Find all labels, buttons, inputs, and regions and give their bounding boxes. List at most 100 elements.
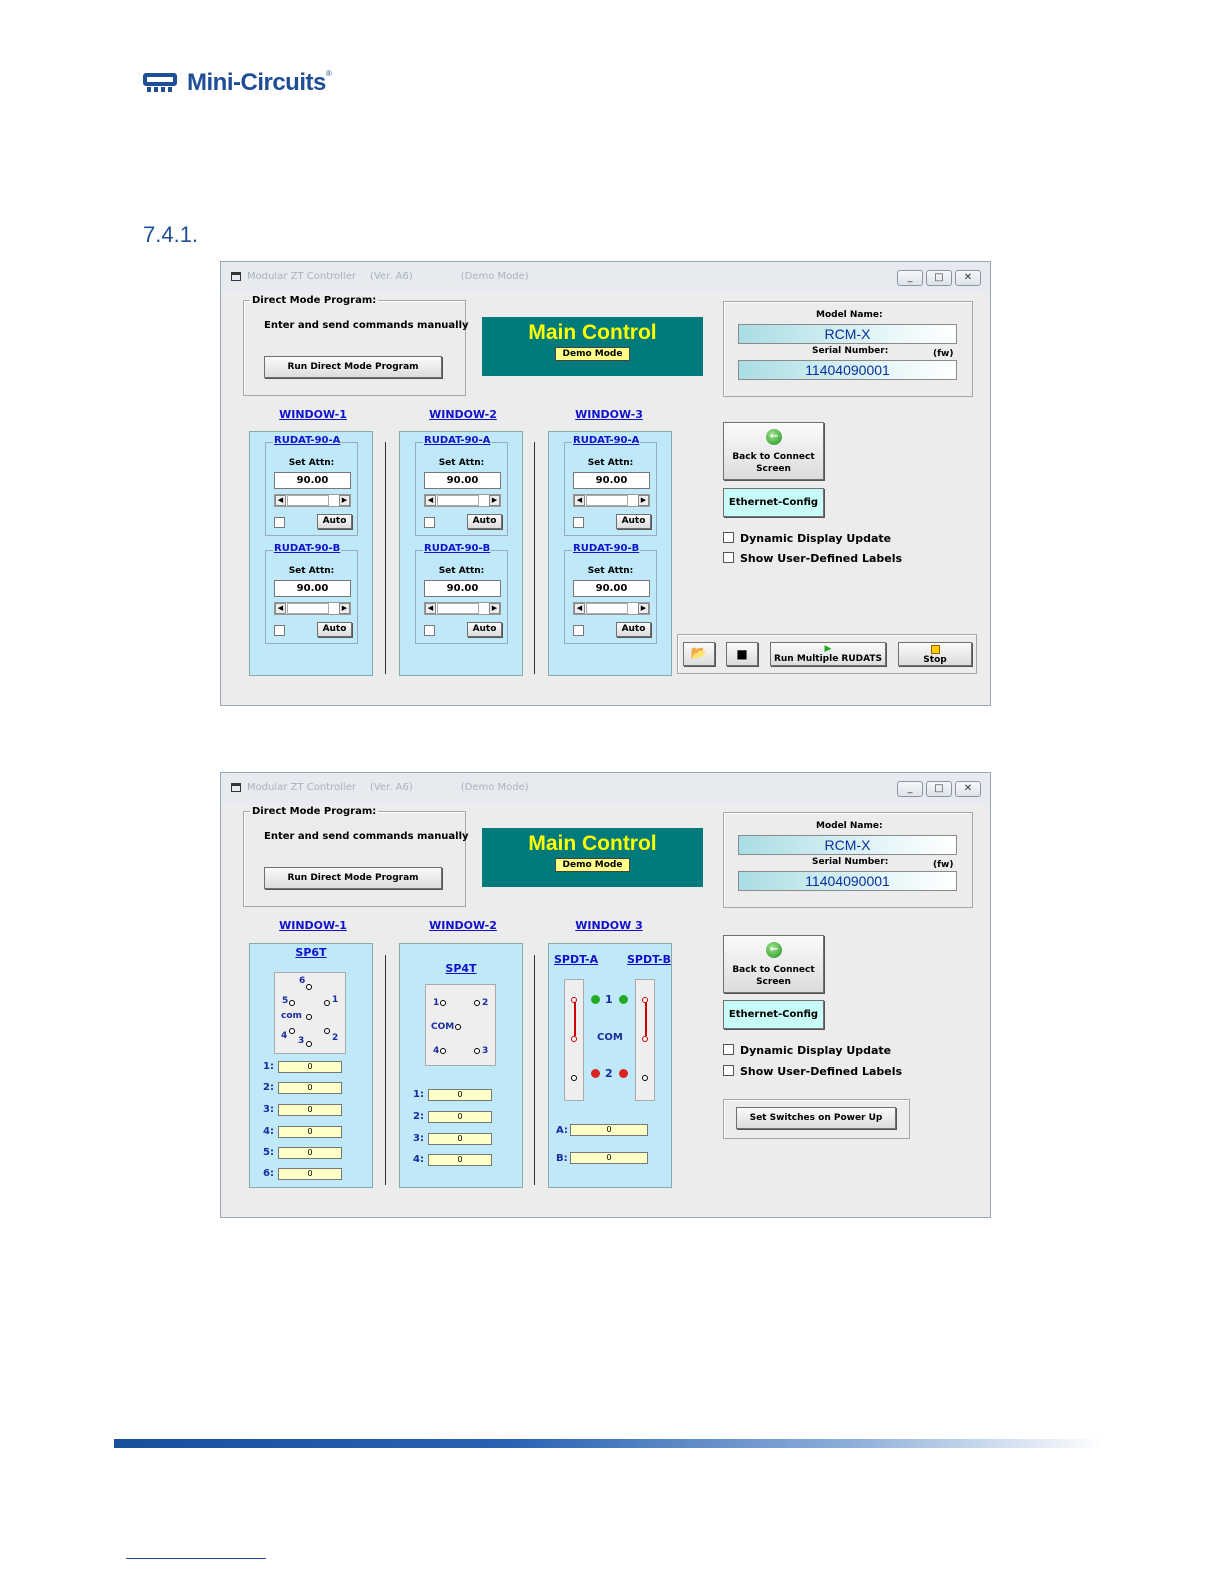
attn-scrollbar[interactable]: ◀▶ (274, 602, 351, 615)
spdt-b-port-2-icon[interactable] (642, 1075, 648, 1081)
window-1-link[interactable]: WINDOW-1 (279, 408, 347, 421)
spdt-b-com-icon[interactable] (642, 1036, 648, 1042)
run-direct-mode-button[interactable]: Run Direct Mode Program (264, 356, 442, 378)
auto-button[interactable]: Auto (616, 622, 651, 637)
spdt-a-port-2-icon[interactable] (571, 1075, 577, 1081)
port-4-icon[interactable] (289, 1028, 295, 1034)
minimize-icon[interactable]: _ (897, 781, 923, 797)
scroll-left-icon[interactable]: ◀ (574, 603, 585, 614)
title-bar[interactable]: Modular ZT Controller(Ver. A6)(Demo Mode… (221, 262, 990, 292)
spdt-a-switch[interactable] (564, 979, 584, 1101)
title-bar[interactable]: Modular ZT Controller(Ver. A6)(Demo Mode… (221, 773, 990, 803)
row-label: 3: (413, 1133, 424, 1144)
auto-button[interactable]: Auto (317, 514, 352, 529)
run-direct-mode-button[interactable]: Run Direct Mode Program (264, 867, 442, 889)
rudat-name[interactable]: RUDAT-90-A (273, 435, 342, 446)
spdt-b-switch[interactable] (635, 979, 655, 1101)
back-to-connect-button[interactable]: ← Back to Connect Screen (723, 422, 824, 480)
floppy-disk-icon[interactable]: ■ (726, 642, 758, 666)
dynamic-display-checkbox[interactable]: Dynamic Display Update (723, 532, 891, 545)
attn-value-input[interactable]: 90.00 (424, 580, 501, 597)
rudat-module-a: RUDAT-90-A Set Attn: 90.00 ◀▶ Auto (564, 435, 657, 536)
port-2-icon[interactable] (324, 1028, 330, 1034)
close-icon[interactable]: ✕ (955, 781, 981, 797)
window-3-link[interactable]: WINDOW-3 (575, 408, 643, 421)
scroll-left-icon[interactable]: ◀ (574, 495, 585, 506)
window-2-link[interactable]: WINDOW-2 (429, 408, 497, 421)
dynamic-display-label: Dynamic Display Update (740, 1044, 892, 1057)
auto-checkbox[interactable] (424, 517, 435, 528)
maximize-icon[interactable]: □ (926, 781, 952, 797)
rudat-name[interactable]: RUDAT-90-B (273, 543, 342, 554)
auto-button[interactable]: Auto (317, 622, 352, 637)
rudat-name[interactable]: RUDAT-90-A (572, 435, 641, 446)
auto-checkbox[interactable] (573, 517, 584, 528)
maximize-icon[interactable]: □ (926, 270, 952, 286)
user-labels-checkbox[interactable]: Show User-Defined Labels (723, 552, 902, 565)
attn-scrollbar[interactable]: ◀▶ (573, 494, 650, 507)
rudat-name[interactable]: RUDAT-90-B (572, 543, 641, 554)
port-3-icon[interactable] (474, 1048, 480, 1054)
back-to-connect-button[interactable]: ← Back to Connect Screen (723, 935, 824, 993)
ethernet-config-button[interactable]: Ethernet-Config (723, 1000, 824, 1029)
switch-state-field: 0 (570, 1124, 648, 1136)
scroll-right-icon[interactable]: ▶ (489, 603, 500, 614)
scroll-right-icon[interactable]: ▶ (638, 603, 649, 614)
close-icon[interactable]: ✕ (955, 270, 981, 286)
attn-scrollbar[interactable]: ◀▶ (424, 602, 501, 615)
port-6-icon[interactable] (306, 984, 312, 990)
scroll-right-icon[interactable]: ▶ (339, 603, 350, 614)
auto-checkbox[interactable] (274, 517, 285, 528)
spdt-a-com-icon[interactable] (571, 1036, 577, 1042)
ethernet-config-button[interactable]: Ethernet-Config (723, 488, 824, 517)
stop-button[interactable]: Stop (898, 642, 972, 666)
spdt-a-name[interactable]: SPDT-A (554, 953, 599, 966)
run-multiple-rudats-button[interactable]: ▶ Run Multiple RUDATS (770, 642, 886, 666)
scroll-right-icon[interactable]: ▶ (339, 495, 350, 506)
dynamic-display-checkbox[interactable]: Dynamic Display Update (723, 1044, 891, 1057)
port-1-icon[interactable] (324, 1000, 330, 1006)
com-port-icon[interactable] (306, 1014, 312, 1020)
window-3-link[interactable]: WINDOW 3 (575, 919, 643, 932)
user-labels-checkbox[interactable]: Show User-Defined Labels (723, 1065, 902, 1078)
auto-button[interactable]: Auto (467, 514, 502, 529)
spdt-b-name[interactable]: SPDT-B (627, 953, 671, 966)
auto-checkbox[interactable] (573, 625, 584, 636)
rudat-name[interactable]: RUDAT-90-B (423, 543, 492, 554)
port-2-led-icon (619, 1069, 628, 1078)
window-2-link[interactable]: WINDOW-2 (429, 919, 497, 932)
rudat-module-b: RUDAT-90-B Set Attn: 90.00 ◀▶ Auto (564, 543, 657, 644)
port-1-icon[interactable] (440, 1000, 446, 1006)
port-2-icon[interactable] (474, 1000, 480, 1006)
scroll-left-icon[interactable]: ◀ (275, 603, 286, 614)
attn-value-input[interactable]: 90.00 (573, 472, 650, 489)
attn-scrollbar[interactable]: ◀▶ (573, 602, 650, 615)
attn-scrollbar[interactable]: ◀▶ (274, 494, 351, 507)
port-5-icon[interactable] (289, 1000, 295, 1006)
attn-value-input[interactable]: 90.00 (573, 580, 650, 597)
scroll-left-icon[interactable]: ◀ (425, 495, 436, 506)
window-1-link[interactable]: WINDOW-1 (279, 919, 347, 932)
minimize-icon[interactable]: _ (897, 270, 923, 286)
scroll-right-icon[interactable]: ▶ (638, 495, 649, 506)
rudat-name[interactable]: RUDAT-90-A (423, 435, 492, 446)
sp6t-name[interactable]: SP6T (295, 946, 327, 959)
auto-checkbox[interactable] (424, 625, 435, 636)
row-label: 4: (263, 1126, 274, 1137)
attn-scrollbar[interactable]: ◀▶ (424, 494, 501, 507)
auto-checkbox[interactable] (274, 625, 285, 636)
folder-open-icon[interactable]: 📂 (683, 642, 715, 666)
port-4-icon[interactable] (440, 1048, 446, 1054)
sp4t-name[interactable]: SP4T (445, 962, 477, 975)
port-3-icon[interactable] (306, 1041, 312, 1047)
attn-value-input[interactable]: 90.00 (424, 472, 501, 489)
set-switches-power-up-button[interactable]: Set Switches on Power Up (736, 1107, 896, 1129)
scroll-right-icon[interactable]: ▶ (489, 495, 500, 506)
scroll-left-icon[interactable]: ◀ (275, 495, 286, 506)
scroll-left-icon[interactable]: ◀ (425, 603, 436, 614)
attn-value-input[interactable]: 90.00 (274, 472, 351, 489)
auto-button[interactable]: Auto (467, 622, 502, 637)
auto-button[interactable]: Auto (616, 514, 651, 529)
attn-value-input[interactable]: 90.00 (274, 580, 351, 597)
com-port-icon[interactable] (455, 1024, 461, 1030)
